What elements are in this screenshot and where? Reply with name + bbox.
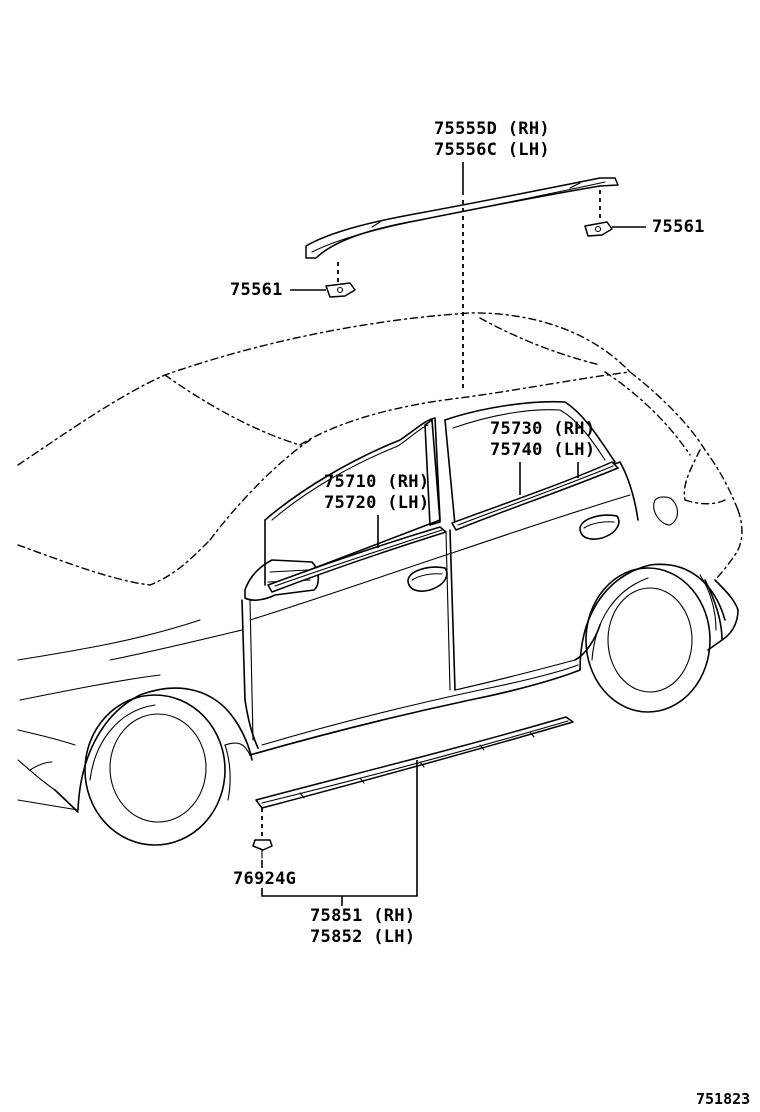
label-roof-molding-rh: 75555D (RH) — [434, 119, 550, 139]
label-rear-belt-rh: 75730 (RH) — [490, 419, 595, 439]
label-rocker-rh: 75851 (RH) — [310, 906, 415, 926]
label-roof-clip-right: 75561 — [652, 217, 705, 237]
label-rocker-clip: 76924G — [233, 869, 296, 889]
label-roof-molding-lh: 75556C (LH) — [434, 140, 550, 160]
label-front-belt-lh: 75720 (LH) — [324, 493, 429, 513]
roof-clip-right — [584, 190, 613, 237]
rear-door-belt-molding — [451, 461, 619, 531]
roof-drip-molding — [305, 177, 619, 259]
label-front-belt-rh: 75710 (RH) — [324, 472, 429, 492]
front-door-belt-molding — [267, 526, 447, 593]
leader-lines — [261, 162, 646, 906]
rocker-clip — [252, 808, 273, 859]
label-rocker-lh: 75852 (LH) — [310, 927, 415, 947]
label-rear-belt-lh: 75740 (LH) — [490, 440, 595, 460]
figure-number: 751823 — [696, 1090, 750, 1108]
rocker-panel-molding — [255, 716, 574, 809]
car-body-outline — [17, 312, 743, 846]
roof-clip-left — [325, 262, 356, 298]
label-roof-clip-left: 75561 — [230, 280, 283, 300]
